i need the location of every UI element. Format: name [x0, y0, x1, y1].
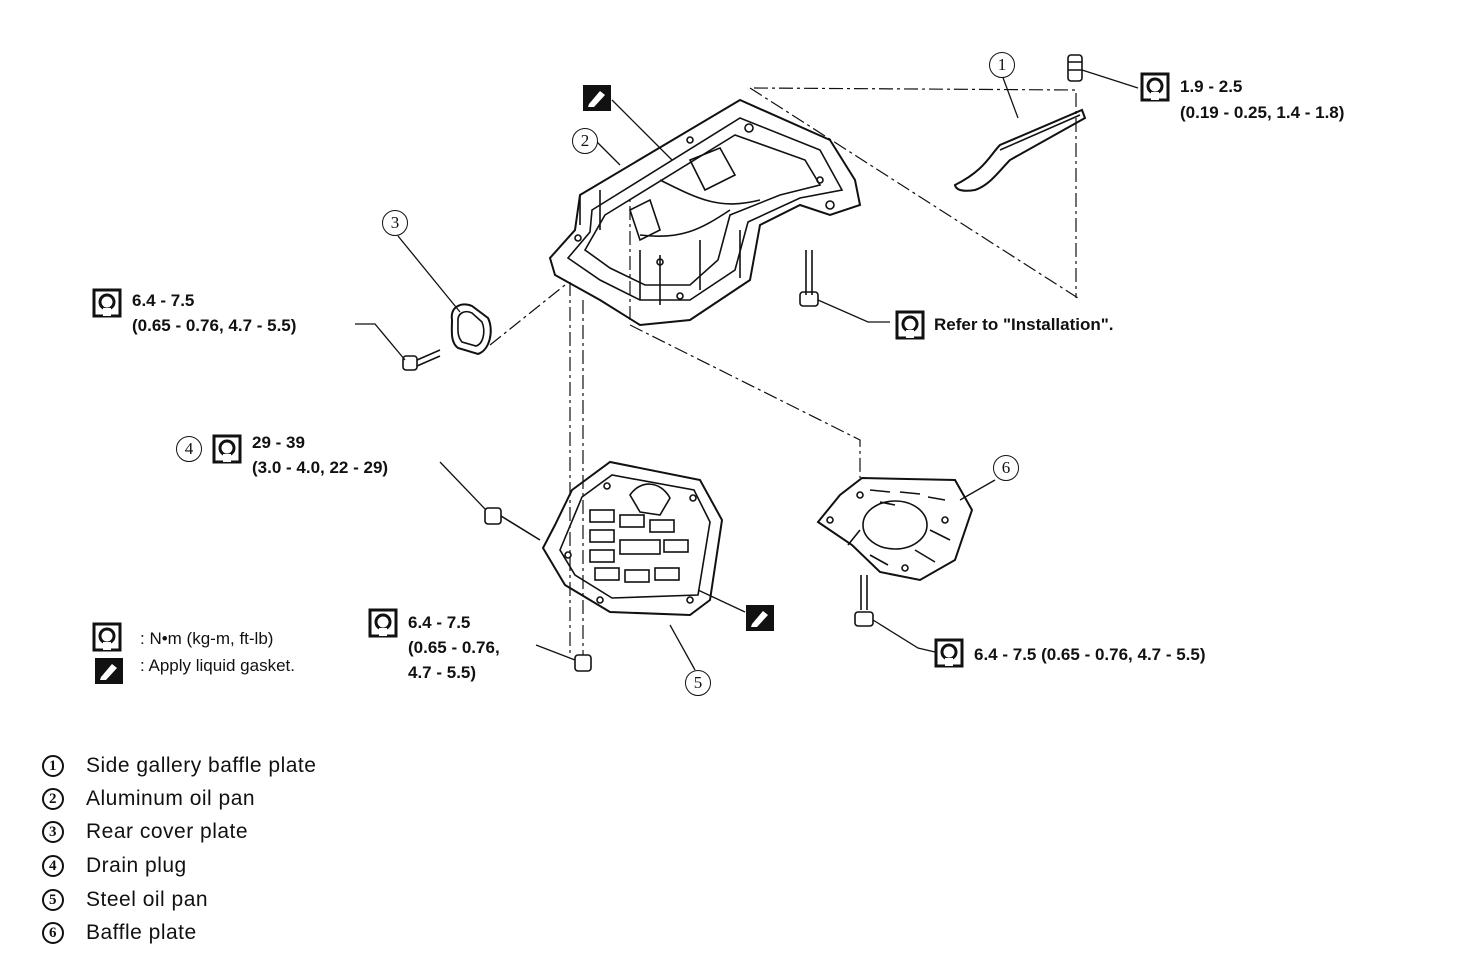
steel-oil-pan-drawing: [541, 460, 724, 672]
drain-plug-drawing: [484, 507, 541, 541]
legend-number: 5: [42, 889, 64, 912]
liquid-gasket-icon: [95, 658, 123, 684]
legend-number: 2: [42, 788, 64, 811]
legend-item: 2 Aluminum oil pan: [42, 785, 255, 813]
rear-cover-torque-alt: (0.65 - 0.76, 4.7 - 5.5): [132, 316, 297, 335]
centre-lines: [489, 87, 1079, 655]
legend-label: Side gallery baffle plate: [86, 754, 317, 777]
legend-item: 6 Baffle plate: [42, 919, 197, 947]
rear-cover-torque: 6.4 - 7.5: [132, 291, 195, 310]
drain-plug-torque-alt: (3.0 - 4.0, 22 - 29): [252, 458, 389, 477]
legend-number: 6: [42, 922, 64, 945]
steel-pan-torque-alt-2: 4.7 - 5.5): [408, 663, 477, 682]
baffle-plate-torque: 6.4 - 7.5 (0.65 - 0.76, 4.7 - 5.5): [974, 645, 1206, 664]
pan-bolt-drawing: [799, 250, 819, 307]
steel-pan-torque-alt-1: (0.65 - 0.76,: [408, 638, 500, 657]
legend-label: Drain plug: [86, 854, 187, 877]
legend-item: 3 Rear cover plate: [42, 818, 248, 846]
torque-wrench-icon: [92, 622, 122, 652]
legend-item: 1 Side gallery baffle plate: [42, 752, 316, 780]
key-liquid-gasket: : Apply liquid gasket.: [140, 656, 295, 675]
torque-wrench-icon: [934, 638, 964, 668]
aluminum-oil-pan-drawing: [548, 98, 862, 327]
liquid-gasket-icon: [746, 605, 774, 631]
callout-2: 2: [572, 128, 598, 154]
torque-wrench-icon: [368, 608, 398, 638]
legend-label: Steel oil pan: [86, 888, 209, 911]
legend-label: Aluminum oil pan: [86, 787, 256, 810]
torque-wrench-icon: [212, 434, 242, 464]
torque-wrench-icon: [895, 310, 925, 340]
callout-3: 3: [382, 210, 408, 236]
legend-item: 4 Drain plug: [42, 852, 187, 880]
leader-lines: [355, 69, 1139, 671]
callout-4: 4: [176, 436, 202, 462]
install-reference: Refer to "Installation".: [934, 315, 1114, 334]
legend-number: 4: [42, 855, 64, 878]
baffle-bolt-torque-alt: (0.19 - 0.25, 1.4 - 1.8): [1180, 103, 1345, 122]
legend-number: 3: [42, 821, 64, 844]
legend-label: Rear cover plate: [86, 820, 249, 843]
rear-cover-plate-drawing: [402, 303, 492, 371]
legend-label: Baffle plate: [86, 921, 197, 944]
key-torque-units: : N•m (kg-m, ft-lb): [140, 629, 274, 648]
baffle-bolt-torque: 1.9 - 2.5: [1180, 77, 1243, 96]
liquid-gasket-icon: [583, 85, 611, 111]
callout-1: 1: [989, 52, 1015, 78]
baffle-plate-drawing: [816, 476, 974, 627]
legend-number: 1: [42, 755, 64, 778]
callout-6: 6: [993, 455, 1019, 481]
torque-wrench-icon: [92, 288, 122, 318]
legend-item: 5 Steel oil pan: [42, 886, 208, 914]
steel-pan-torque: 6.4 - 7.5: [408, 613, 471, 632]
side-gallery-baffle-drawing: [953, 54, 1087, 192]
torque-wrench-icon: [1140, 72, 1170, 102]
drain-plug-torque: 29 - 39: [252, 433, 305, 452]
callout-5: 5: [685, 670, 711, 696]
